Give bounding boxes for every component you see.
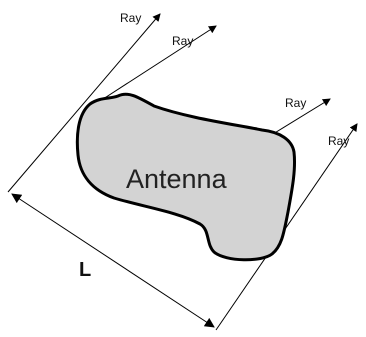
ray-label-4: Ray [328,134,349,148]
ray-label-3: Ray [285,96,306,110]
antenna-label: Antenna [126,164,228,194]
ray-label-1: Ray [120,11,141,25]
ray-line-1 [7,13,161,193]
ray-line-3 [272,98,331,135]
ray-label-2: Ray [172,34,193,48]
dimension-line-L [11,193,215,328]
dimension-label-L: L [79,259,91,281]
ray-line-4 [215,123,358,331]
ray-line-2 [99,25,217,102]
